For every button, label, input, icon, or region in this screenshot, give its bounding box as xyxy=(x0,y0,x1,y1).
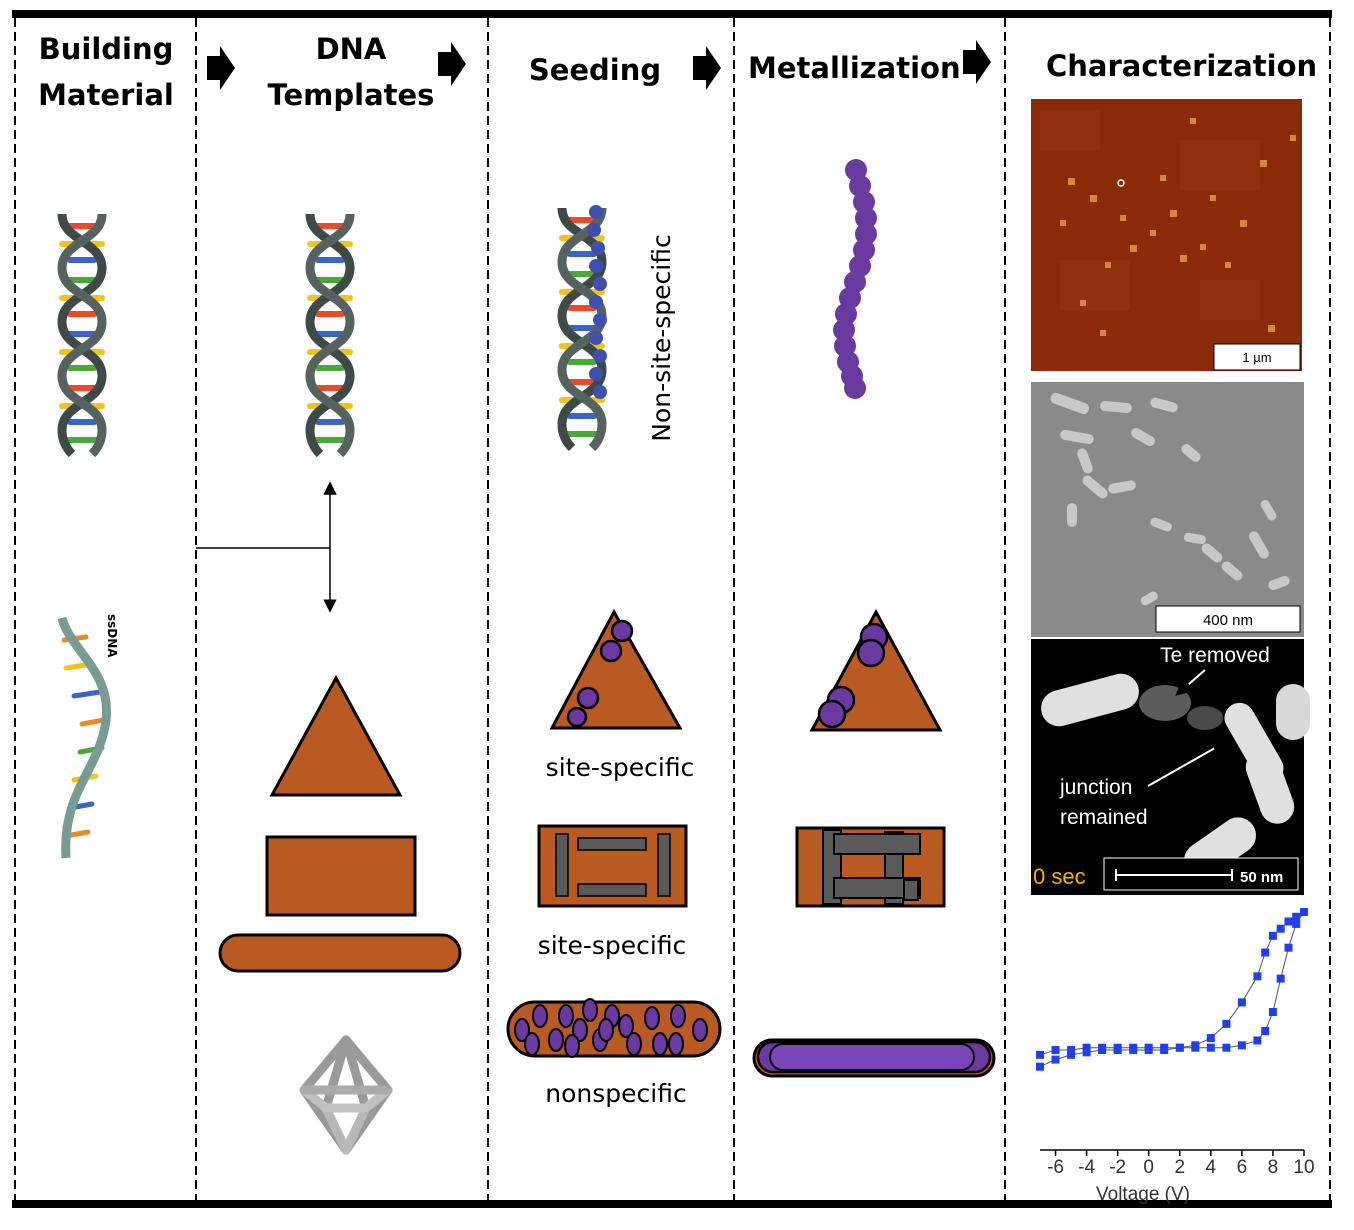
triangle-origami-shape xyxy=(269,674,403,797)
seeded-rectangle xyxy=(537,824,688,908)
ssdna-strand-icon: ssDNA xyxy=(57,614,119,859)
flow-arrow-icon xyxy=(438,42,466,86)
iv-data-point xyxy=(1067,1046,1076,1054)
tem-image: Te removed junction remained 0 sec 50 nm xyxy=(1031,639,1310,895)
iv-data-point xyxy=(1253,1036,1262,1045)
iv-data-point xyxy=(1082,1043,1091,1052)
top-border xyxy=(12,10,1332,18)
header-dna-line2: Templates xyxy=(267,78,435,112)
iv-data-point xyxy=(1175,1043,1184,1052)
iv-points xyxy=(1036,908,1308,1071)
iv-data-point xyxy=(1253,972,1262,981)
junction-label-line2: remained xyxy=(1060,806,1148,829)
iv-data-point xyxy=(1276,924,1285,933)
bottom-border xyxy=(12,1200,1332,1208)
header-building-line2: Material xyxy=(38,78,174,112)
sem-image: 400 nm xyxy=(1031,382,1304,637)
iv-data-point xyxy=(1261,948,1270,957)
iv-data-point xyxy=(1206,1034,1215,1043)
site-specific-label: site-specific xyxy=(546,753,695,782)
iv-data-point xyxy=(1098,1046,1107,1054)
te-removed-label: Te removed xyxy=(1160,644,1270,667)
site-specific-label-2: site-specific xyxy=(538,931,687,960)
iv-data-point xyxy=(1113,1046,1122,1054)
column-dividers xyxy=(14,18,1331,1200)
header-dna-line1: DNA xyxy=(315,32,387,66)
iv-data-point xyxy=(1292,912,1301,921)
iv-series-line xyxy=(1039,911,1305,1068)
metallized-nanowire-chain xyxy=(833,159,877,399)
iv-data-point xyxy=(1300,908,1308,916)
dsdna-helix-icon xyxy=(62,214,102,454)
iv-data-point xyxy=(1237,1041,1246,1050)
rectangle-origami-shape xyxy=(265,835,417,917)
header-characterization: Characterization xyxy=(1046,49,1318,83)
iv-data-point xyxy=(1284,917,1293,926)
iv-tick-label: -6 xyxy=(1047,1157,1064,1178)
junction-label-line1: junction xyxy=(1059,776,1132,799)
iv-data-point xyxy=(1191,1043,1200,1052)
iv-data-point xyxy=(1160,1046,1169,1054)
iv-data-point xyxy=(1268,931,1277,940)
iv-tick-label: -2 xyxy=(1109,1157,1126,1178)
iv-data-point xyxy=(1261,1027,1270,1035)
tem-nanorods xyxy=(1041,673,1310,879)
iv-tick-label: -4 xyxy=(1078,1157,1095,1178)
header-metallization: Metallization xyxy=(748,51,961,85)
afm-origami-features xyxy=(1060,118,1296,336)
metallized-nanotube xyxy=(752,1038,996,1078)
non-site-specific-label: Non-site-specific xyxy=(647,234,676,442)
flow-arrow-icon xyxy=(693,46,721,90)
iv-data-point xyxy=(1051,1055,1060,1064)
seeded-triangle xyxy=(549,608,683,730)
iv-data-point xyxy=(1292,919,1301,928)
ssdna-label: ssDNA xyxy=(105,614,119,658)
nonspecific-label: nonspecific xyxy=(545,1079,686,1108)
template-connector xyxy=(196,481,337,613)
iv-data-point xyxy=(1082,1048,1091,1057)
flow-arrow-icon xyxy=(963,40,991,84)
iv-data-point xyxy=(1036,1062,1044,1071)
iv-data-point xyxy=(1067,1050,1076,1059)
metallized-triangle xyxy=(809,608,943,732)
iv-data-point xyxy=(1222,1043,1231,1052)
tem-time-label: 0 sec xyxy=(1033,864,1086,889)
seeded-nanotube xyxy=(506,998,722,1058)
dsdna-template-icon xyxy=(310,214,350,454)
header-seeding: Seeding xyxy=(528,53,662,87)
iv-data-point xyxy=(1206,1043,1215,1052)
iv-data-point xyxy=(1222,1019,1231,1028)
iv-data-point xyxy=(1284,943,1293,952)
nanotube-origami-shape xyxy=(218,933,462,973)
iv-data-point xyxy=(1051,1046,1060,1054)
flow-arrow-icon xyxy=(207,46,235,90)
iv-data-point xyxy=(1129,1046,1138,1054)
iv-tick-label: 10 xyxy=(1293,1157,1314,1178)
iv-data-point xyxy=(1036,1050,1044,1059)
iv-data-point xyxy=(1237,998,1246,1007)
tem-scale-bar: 50 nm xyxy=(1240,869,1283,886)
afm-scale-bar: 1 µm xyxy=(1242,350,1271,365)
iv-xlabel: Voltage (V) xyxy=(1096,1184,1190,1205)
iv-data-point xyxy=(1276,974,1285,983)
metallized-rectangle xyxy=(795,826,946,908)
afm-image: 1 µm xyxy=(1031,99,1302,371)
iv-tick-label: 6 xyxy=(1237,1157,1248,1178)
iv-data-point xyxy=(1144,1046,1153,1054)
seed-particles-linear xyxy=(587,205,607,399)
header-building-line1: Building xyxy=(38,32,174,66)
iv-tick-label: 0 xyxy=(1143,1157,1154,1178)
sem-nanorods xyxy=(1050,392,1290,606)
iv-tick-label: 4 xyxy=(1206,1157,1217,1178)
iv-tick-label: 8 xyxy=(1268,1157,1279,1178)
header-building-material: Building Material xyxy=(36,26,176,118)
octahedron-origami-icon xyxy=(299,1035,393,1155)
iv-tick-label: 2 xyxy=(1174,1157,1185,1178)
header-dna-templates: DNA Templates xyxy=(266,26,436,118)
iv-data-point xyxy=(1268,1008,1277,1016)
sem-scale-bar: 400 nm xyxy=(1203,612,1253,629)
